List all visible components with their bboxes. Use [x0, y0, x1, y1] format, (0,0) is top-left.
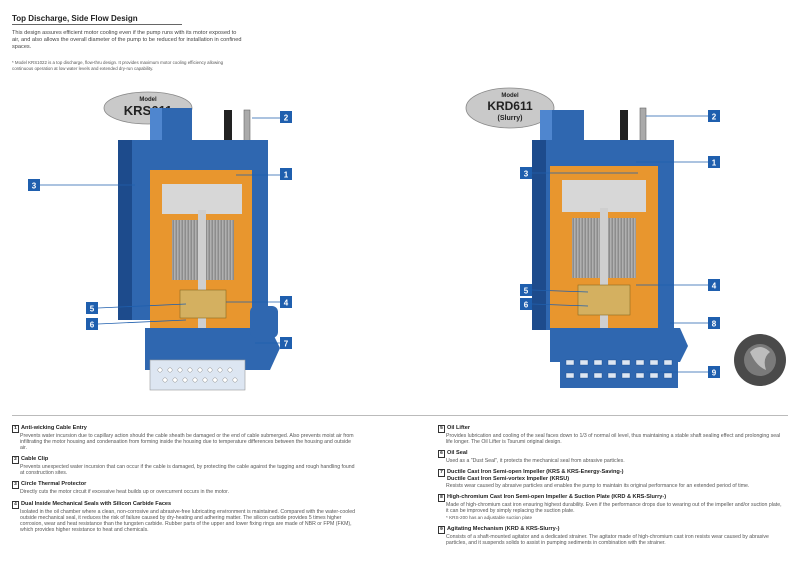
svg-text:5: 5 — [90, 305, 95, 314]
krs611-illustration: Model KRS611 1 2 3 4 5 6 7 — [28, 91, 292, 391]
feature-number: 5 — [438, 425, 445, 433]
feature-body: Isolated in the oil chamber where a clea… — [20, 508, 356, 533]
svg-text:3: 3 — [32, 182, 37, 191]
feature-title: Oil Seal — [447, 450, 468, 457]
feature-body: Made of high-chromium cast iron ensuring… — [446, 502, 782, 515]
krs611-callout-2: 2 — [280, 111, 292, 123]
krs611-callout-3: 3 — [28, 179, 40, 191]
krd611-model-badge: Model KRD611 (Slurry) — [465, 87, 555, 129]
krd611-model-label: Model — [501, 93, 519, 99]
krs611-callout-1: 1 — [280, 168, 292, 180]
krd611-callout-9: 9 — [708, 366, 720, 378]
feature-body: Directly cuts the motor circuit if exces… — [20, 489, 230, 496]
krd611-model-sub: (Slurry) — [498, 115, 523, 122]
feature-number: 2 — [12, 456, 19, 465]
krd611-callout-5: 5 — [520, 284, 532, 296]
section-title: Top Discharge, Side Flow Design — [12, 14, 138, 23]
svg-text:4: 4 — [284, 299, 289, 308]
feature-body: Consists of a shaft-mounted agitator and… — [446, 533, 769, 546]
feature-body: Resists wear caused by abrasive particle… — [446, 483, 750, 490]
krs611-pump-casing — [145, 328, 280, 370]
krd611-callout-3: 3 — [520, 167, 532, 179]
krd611-strainer — [560, 350, 678, 388]
krd611-callout-8: 8 — [708, 317, 720, 329]
feature-title: High-chromium Cast Iron Semi-open Impell… — [447, 494, 667, 501]
feature-title: Dual Inside Mechanical Seals with Silico… — [21, 500, 172, 507]
feature-number: 7 — [438, 469, 445, 478]
svg-text:2: 2 — [284, 114, 289, 123]
krd611-callout-1: 1 — [708, 156, 720, 168]
feature-body: Used as a "Dust Seal", it protects the m… — [446, 458, 625, 465]
krs611-callout-6: 6 — [86, 318, 98, 330]
krs611-mechanical-seal — [179, 289, 227, 319]
svg-text:9: 9 — [712, 369, 717, 378]
svg-text:7: 7 — [284, 340, 289, 349]
feature-number: 4 — [12, 500, 19, 509]
svg-text:4: 4 — [712, 282, 717, 291]
feature-title: Anti-wicking Cable Entry — [21, 425, 87, 431]
intro-paragraph: This design assures efficient motor cool… — [12, 30, 242, 51]
feature-body: Prevents water incursion due to capillar… — [20, 433, 354, 452]
feature-number: 9 — [438, 525, 445, 534]
svg-text:1: 1 — [284, 171, 289, 180]
svg-text:1: 1 — [712, 159, 717, 168]
section-divider — [12, 415, 788, 416]
krd611-callout-6: 6 — [520, 298, 532, 310]
krs611-model-label: Model — [139, 97, 157, 103]
svg-text:3: 3 — [524, 170, 529, 179]
svg-text:5: 5 — [524, 287, 529, 296]
krd611-illustration: Model KRD611 (Slurry) 1 2 3 4 — [465, 87, 786, 388]
svg-text:6: 6 — [524, 301, 529, 310]
krd611-model-name: KRD611 — [487, 99, 533, 113]
svg-text:2: 2 — [712, 113, 717, 122]
feature-number: 8 — [438, 494, 445, 503]
feature-body: Provides lubrication and cooling of the … — [446, 433, 781, 446]
krs611-callout-7: 7 — [280, 337, 292, 349]
feature-subtitle: Ductile Cast Iron Semi-vortex Impeller (… — [447, 476, 570, 483]
feature-title: Circle Thermal Protector — [21, 481, 87, 488]
feature-title: Cable Clip — [21, 456, 49, 463]
feature-title: Agitating Mechanism (KRD & KRS-Slurry-) — [447, 525, 560, 532]
feature-note: * KRS-200 has an adjustable suction plat… — [446, 514, 533, 520]
krs611-callout-5: 5 — [86, 302, 98, 314]
svg-text:6: 6 — [90, 321, 95, 330]
feature-title: Ductile Cast Iron Semi-open Impeller (KR… — [447, 469, 624, 476]
feature-number: 1 — [12, 425, 19, 433]
krd611-mechanical-seal — [577, 284, 631, 316]
krd611-callout-4: 4 — [708, 279, 720, 291]
intro-note: * Model KRS1022 is a top discharge, flow… — [12, 60, 224, 71]
krs611-callout-4: 4 — [280, 296, 292, 308]
feature-body: Prevents unexpected water incursion that… — [20, 464, 355, 477]
krd611-callout-2: 2 — [708, 110, 720, 122]
krs611-strainer — [149, 359, 246, 391]
feature-number: 6 — [438, 450, 445, 459]
agitator-inset — [734, 334, 786, 386]
svg-text:8: 8 — [712, 320, 717, 329]
feature-number: 3 — [12, 481, 19, 490]
title-divider — [12, 24, 182, 25]
feature-title: Oil Lifter — [447, 425, 470, 431]
